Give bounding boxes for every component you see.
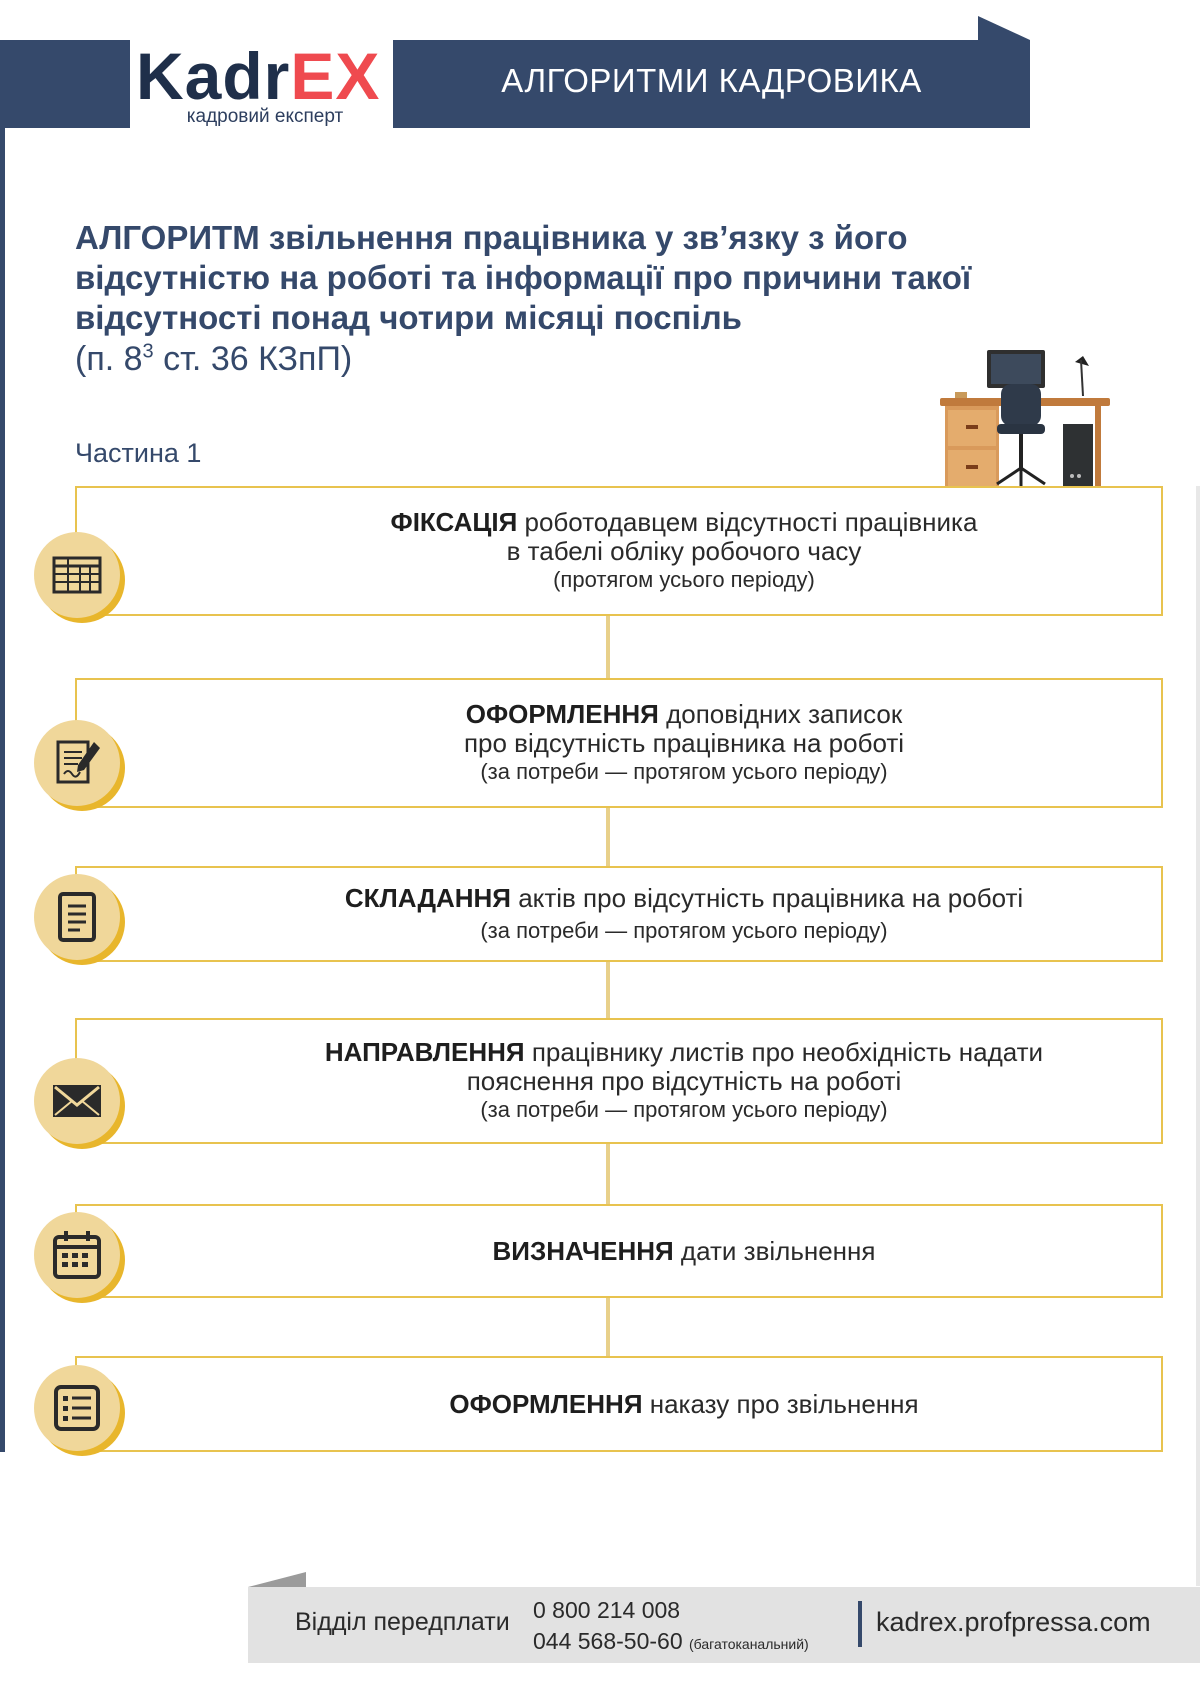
footer-fold-tab	[248, 1572, 306, 1587]
step-line: про відсутність працівника на роботі	[464, 729, 904, 758]
step-keyword: ОФОРМЛЕННЯ	[466, 699, 659, 729]
legal-reference: (п. 83 ст. 36 КЗпП)	[75, 340, 352, 379]
step-keyword: НАПРАВЛЕННЯ	[325, 1037, 525, 1067]
document-title: АЛГОРИТМ звільнення працівника у зв’язку…	[75, 218, 1025, 338]
document-pen-icon	[34, 720, 120, 806]
title-bold: АЛГОРИТМ	[75, 219, 260, 256]
list-icon	[34, 1365, 120, 1451]
step-box: ВИЗНАЧЕННЯ дати звільнення	[75, 1204, 1163, 1298]
page-right-shadow	[1196, 486, 1200, 1586]
logo-tagline: кадровий експерт	[150, 106, 380, 128]
legal-ref-suffix: ст. 36 КЗпП)	[154, 340, 353, 378]
table-icon	[34, 532, 120, 618]
step-line: актів про відсутність працівника на робо…	[511, 883, 1023, 913]
header-fold-tab	[978, 16, 1030, 40]
step-main-text: ОФОРМЛЕННЯ доповідних записок	[466, 700, 903, 729]
step-main-text: НАПРАВЛЕННЯ працівнику листів про необхі…	[325, 1038, 1043, 1067]
logo-ex: EX	[290, 39, 380, 113]
envelope-icon	[34, 1058, 120, 1144]
step-line: доповідних записок	[659, 699, 902, 729]
step-box: НАПРАВЛЕННЯ працівнику листів про необхі…	[75, 1018, 1163, 1144]
footer-phone-2-number: 044 568-50-60	[533, 1628, 683, 1654]
step-line: роботодавцем відсутності працівника	[517, 507, 977, 537]
step-box: СКЛАДАННЯ актів про відсутність працівни…	[75, 866, 1163, 962]
footer-divider	[858, 1601, 862, 1647]
left-accent-bar	[0, 40, 5, 1452]
step-note: (за потреби — протягом усього періоду)	[480, 758, 887, 786]
part-label: Частина 1	[75, 438, 201, 469]
logo: KadrEX	[136, 40, 380, 112]
legal-ref-prefix: (п. 8	[75, 340, 143, 378]
step-line: в табелі обліку робочого часу	[507, 537, 862, 566]
step-line: пояснення про відсутність на роботі	[467, 1067, 902, 1096]
banner-title: АЛГОРИТМИ КАДРОВИКА	[393, 62, 1030, 100]
step-keyword: ОФОРМЛЕННЯ	[449, 1389, 642, 1419]
step-line: дати звільнення	[674, 1236, 876, 1266]
step-note: (за потреби — протягом усього періоду)	[480, 917, 887, 945]
step-line: працівнику листів про необхідність надат…	[525, 1037, 1044, 1067]
step-note: (за потреби — протягом усього періоду)	[480, 1096, 887, 1124]
desk-illustration-icon	[935, 350, 1115, 492]
step-main-text: СКЛАДАННЯ актів про відсутність працівни…	[345, 884, 1023, 913]
step-main-text: ФІКСАЦІЯ роботодавцем відсутності праців…	[391, 508, 978, 537]
footer-phone-2-note: (багатоканальний)	[689, 1636, 809, 1652]
step-keyword: СКЛАДАННЯ	[345, 883, 511, 913]
footer-website: kadrex.profpressa.com	[876, 1607, 1151, 1638]
footer-label: Відділ передплати	[295, 1608, 510, 1637]
step-keyword: ФІКСАЦІЯ	[391, 507, 518, 537]
step-box: ОФОРМЛЕННЯ наказу про звільнення	[75, 1356, 1163, 1452]
legal-ref-sup: 3	[143, 341, 154, 363]
step-box: ОФОРМЛЕННЯ доповідних записок про відсут…	[75, 678, 1163, 808]
footer-phone-2: 044 568-50-60 (багатоканальний)	[533, 1628, 809, 1655]
document-icon	[34, 874, 120, 960]
step-keyword: ВИЗНАЧЕННЯ	[493, 1236, 674, 1266]
footer-phone-1: 0 800 214 008	[533, 1597, 680, 1624]
step-note: (протягом усього періоду)	[553, 566, 815, 594]
logo-kadr: Kadr	[136, 39, 290, 113]
step-box: ФІКСАЦІЯ роботодавцем відсутності праців…	[75, 486, 1163, 616]
step-main-text: ВИЗНАЧЕННЯ дати звільнення	[493, 1237, 876, 1266]
step-line: наказу про звільнення	[643, 1389, 919, 1419]
step-main-text: ОФОРМЛЕННЯ наказу про звільнення	[449, 1390, 918, 1419]
calendar-icon	[34, 1212, 120, 1298]
